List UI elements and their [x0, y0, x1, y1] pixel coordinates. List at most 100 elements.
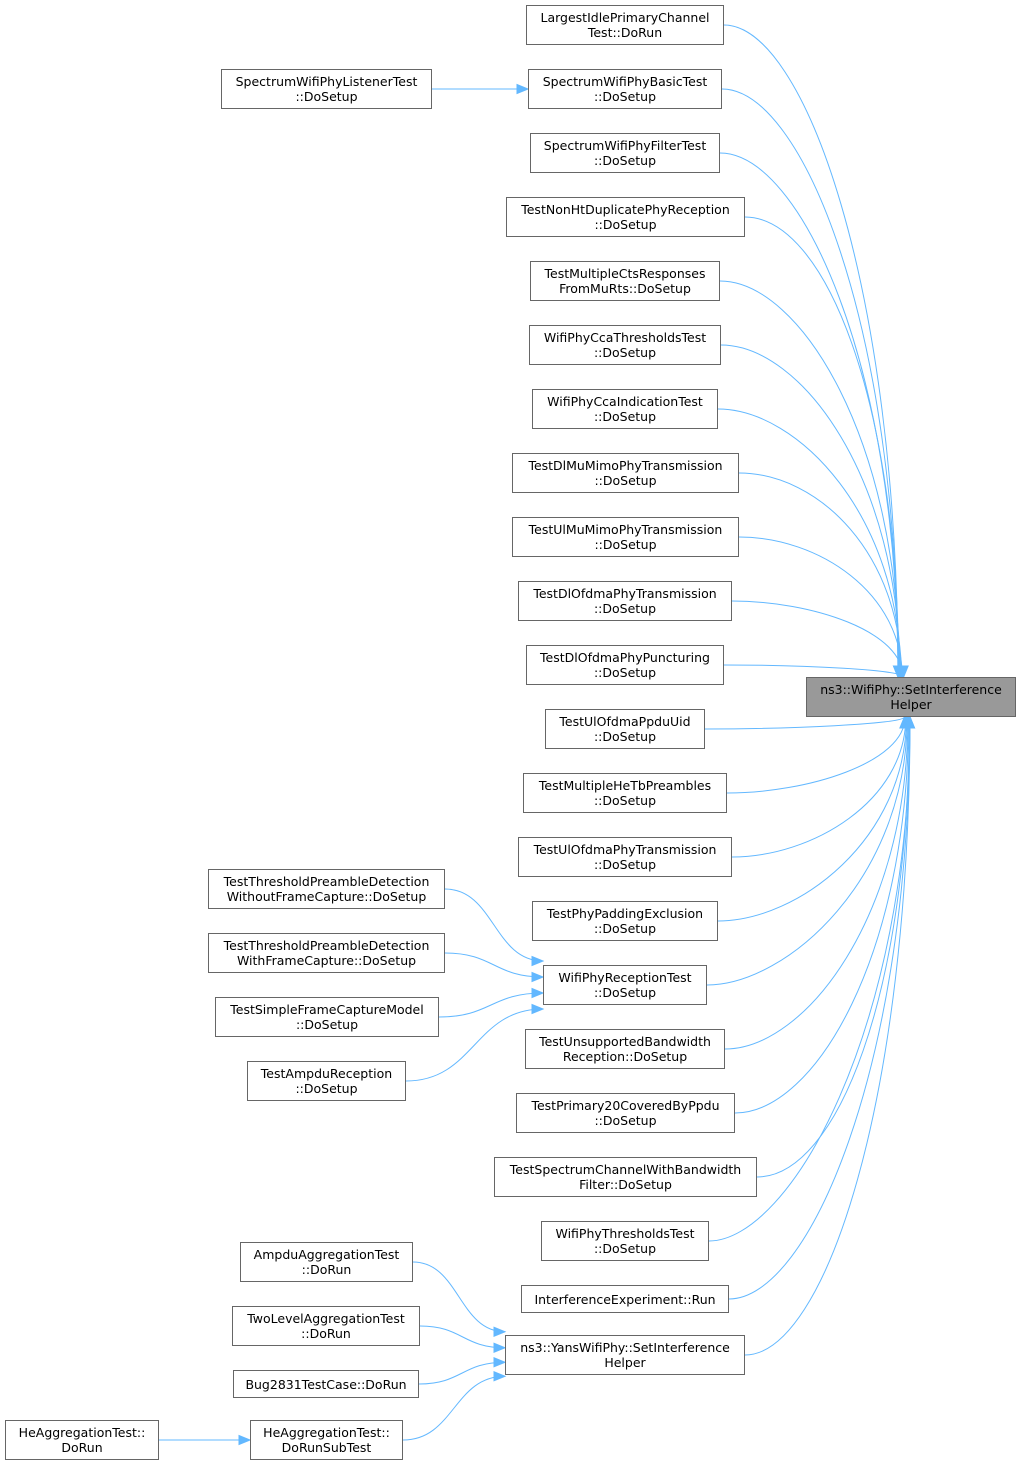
- graph-node-n22b[interactable]: TwoLevelAggregationTest::DoRun: [232, 1306, 420, 1346]
- graph-node-label: Helper: [604, 1355, 646, 1370]
- edge-arrowhead: [238, 1434, 252, 1446]
- graph-node-n8[interactable]: TestDlMuMimoPhyTransmission::DoSetup: [512, 453, 739, 493]
- edge-arrowhead: [493, 1326, 507, 1337]
- graph-node-label: ::DoRun: [301, 1326, 351, 1341]
- graph-node-label: WithoutFrameCapture::DoSetup: [226, 889, 427, 904]
- graph-node-n6[interactable]: WifiPhyCcaThresholdsTest::DoSetup: [529, 325, 721, 365]
- graph-node-n22c[interactable]: Bug2831TestCase::DoRun: [233, 1370, 419, 1398]
- edge-arrowhead: [493, 1357, 507, 1368]
- graph-node-n2a[interactable]: SpectrumWifiPhyListenerTest::DoSetup: [221, 69, 432, 109]
- edge-n3-to-target: [719, 152, 899, 678]
- graph-node-label: ::DoRun: [301, 1262, 352, 1277]
- graph-node-label: TestDlMuMimoPhyTransmission: [528, 458, 723, 473]
- graph-node-label: TestPrimary20CoveredByPpdu: [531, 1098, 720, 1113]
- edge-n10-to-target: [731, 600, 904, 678]
- graph-node-n4[interactable]: TestNonHtDuplicatePhyReception::DoSetup: [506, 197, 745, 237]
- graph-node-label: ::DoSetup: [593, 985, 657, 1000]
- graph-node-n16c[interactable]: TestSimpleFrameCaptureModel::DoSetup: [215, 997, 439, 1037]
- edge-n9-to-target: [738, 536, 903, 678]
- edge-n16a-to-n16: [444, 888, 544, 962]
- graph-node-label: ::DoSetup: [593, 729, 657, 744]
- edge-n16d-to-n16: [405, 1008, 544, 1082]
- graph-node-label: ::DoSetup: [593, 921, 657, 936]
- graph-node-n18[interactable]: TestPrimary20CoveredByPpdu::DoSetup: [516, 1093, 735, 1133]
- graph-node-label: Helper: [890, 697, 932, 712]
- graph-node-n22a[interactable]: AmpduAggregationTest::DoRun: [240, 1242, 413, 1282]
- graph-node-label: SpectrumWifiPhyFilterTest: [543, 138, 707, 153]
- graph-node-n14[interactable]: TestUlOfdmaPhyTransmission::DoSetup: [518, 837, 732, 877]
- edge-arrowhead: [898, 665, 909, 679]
- graph-node-n7[interactable]: WifiPhyCcaIndicationTest::DoSetup: [532, 389, 718, 429]
- graph-node-n22e[interactable]: HeAggregationTest::DoRun: [5, 1420, 159, 1460]
- graph-node-n13[interactable]: TestMultipleHeTbPreambles::DoSetup: [523, 773, 727, 813]
- edge-n13-to-target: [726, 716, 906, 794]
- graph-node-n11[interactable]: TestDlOfdmaPhyPuncturing::DoSetup: [526, 645, 724, 685]
- edge-arrowhead: [493, 1342, 507, 1353]
- graph-node-label: TestMultipleHeTbPreambles: [538, 778, 712, 793]
- graph-node-label: WifiPhyThresholdsTest: [555, 1226, 695, 1241]
- edge-arrowhead: [531, 1003, 545, 1015]
- graph-node-label: TestSimpleFrameCaptureModel: [230, 1002, 424, 1017]
- graph-node-label: ns3::WifiPhy::SetInterference: [820, 682, 1002, 697]
- edge-n4-to-target: [744, 216, 900, 678]
- graph-node-label: ns3::YansWifiPhy::SetInterference: [520, 1340, 730, 1355]
- graph-node-n15[interactable]: TestPhyPaddingExclusion::DoSetup: [532, 901, 718, 941]
- graph-node-label: Reception::DoSetup: [562, 1049, 688, 1064]
- edge-arrowhead: [531, 987, 545, 999]
- edge-arrowhead: [493, 1371, 507, 1382]
- graph-node-label: SpectrumWifiPhyListenerTest: [235, 74, 418, 89]
- graph-node-label: TestUlOfdmaPhyTransmission: [533, 842, 717, 857]
- graph-node-label: TestDlOfdmaPhyTransmission: [533, 586, 717, 601]
- graph-node-n10[interactable]: TestDlOfdmaPhyTransmission::DoSetup: [518, 581, 732, 621]
- graph-node-n21[interactable]: InterferenceExperiment::Run: [521, 1285, 729, 1313]
- graph-node-n2[interactable]: SpectrumWifiPhyBasicTest::DoSetup: [528, 69, 722, 109]
- graph-node-label: TestSpectrumChannelWithBandwidth: [509, 1162, 742, 1177]
- graph-node-n16[interactable]: WifiPhyReceptionTest::DoSetup: [543, 965, 707, 1005]
- edge-n16c-to-n16: [438, 992, 544, 1018]
- graph-node-label: WifiPhyCcaIndicationTest: [547, 394, 703, 409]
- graph-node-n3[interactable]: SpectrumWifiPhyFilterTest::DoSetup: [530, 133, 720, 173]
- graph-node-label: WifiPhyReceptionTest: [558, 970, 692, 985]
- edge-n14-to-target: [731, 716, 907, 858]
- graph-node-label: ::DoSetup: [593, 793, 657, 808]
- graph-node-label: TestThresholdPreambleDetection: [223, 938, 430, 953]
- graph-node-label: TwoLevelAggregationTest: [247, 1311, 405, 1326]
- edge-n20-to-target: [708, 716, 911, 1242]
- graph-node-label: WifiPhyCcaThresholdsTest: [543, 330, 707, 345]
- graph-node-n12[interactable]: TestUlOfdmaPpduUid::DoSetup: [545, 709, 705, 749]
- edge-n22a-to-n22: [412, 1261, 506, 1333]
- graph-node-n9[interactable]: TestUlMuMimoPhyTransmission::DoSetup: [512, 517, 739, 557]
- graph-node-label: HeAggregationTest::: [18, 1425, 146, 1440]
- graph-node-label: InterferenceExperiment::Run: [534, 1291, 716, 1307]
- graph-node-label: FromMuRts::DoSetup: [559, 281, 691, 296]
- graph-node-label: ::DoSetup: [594, 217, 657, 232]
- edge-arrowhead: [904, 715, 916, 729]
- graph-node-label: TestDlOfdmaPhyPuncturing: [540, 650, 710, 665]
- graph-node-n22d[interactable]: HeAggregationTest::DoRunSubTest: [250, 1420, 403, 1460]
- graph-node-label: ::DoSetup: [295, 1017, 359, 1032]
- edge-n5-to-target: [719, 280, 900, 678]
- graph-node-n16d[interactable]: TestAmpduReception::DoSetup: [247, 1061, 406, 1101]
- graph-node-n20[interactable]: WifiPhyThresholdsTest::DoSetup: [541, 1221, 709, 1261]
- graph-node-label: ::DoSetup: [593, 857, 657, 872]
- graph-node-label: Test::DoRun: [587, 25, 663, 40]
- edge-n2-to-target: [721, 88, 899, 678]
- graph-node-label: TestUnsupportedBandwidth: [539, 1034, 711, 1049]
- edge-n11-to-target: [723, 664, 905, 678]
- edge-n6-to-target: [720, 344, 901, 678]
- edge-n22b-to-n22: [419, 1325, 506, 1349]
- edge-arrowhead: [531, 955, 545, 967]
- graph-node-label: Filter::DoSetup: [579, 1177, 672, 1192]
- graph-node-label: AmpduAggregationTest: [253, 1247, 400, 1262]
- edge-n16b-to-n16: [444, 952, 544, 978]
- edge-n21-to-target: [728, 716, 911, 1300]
